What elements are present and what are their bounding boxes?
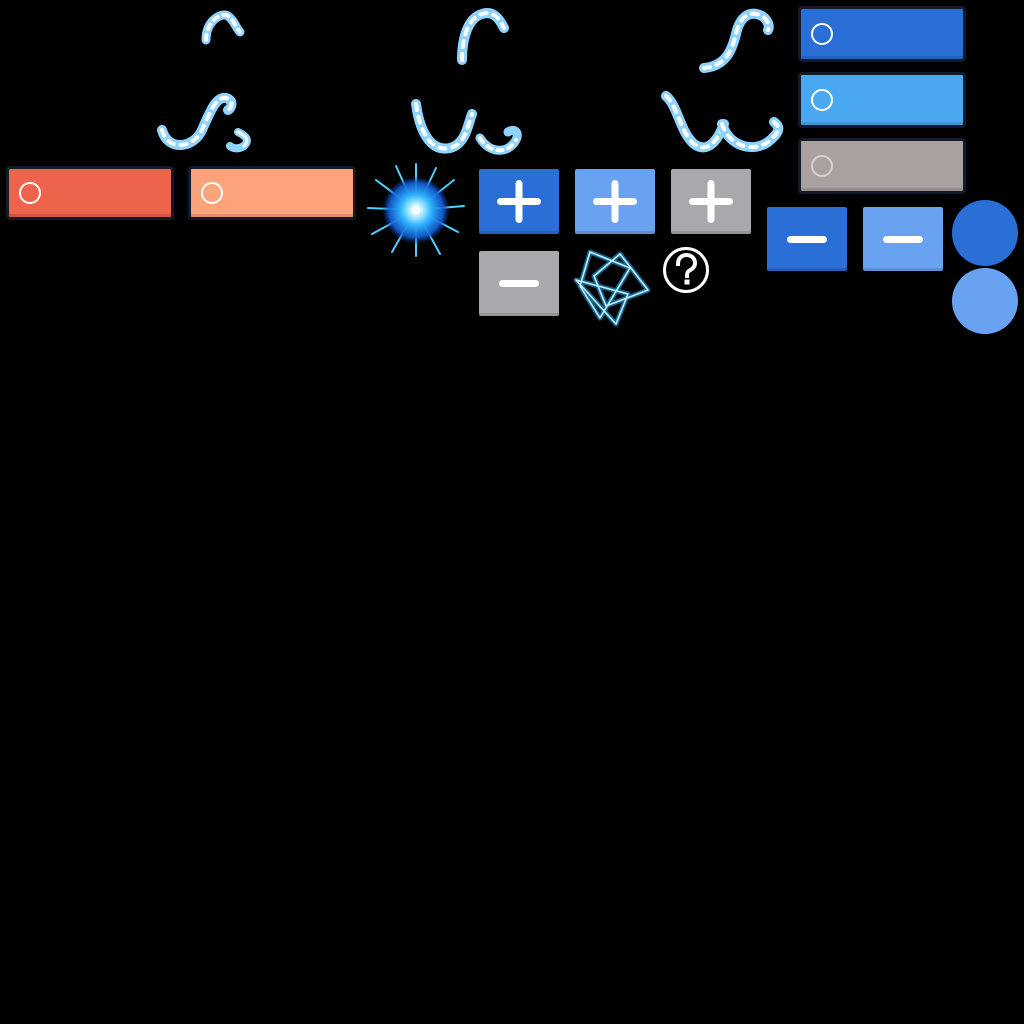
plus-tile-dark: [479, 169, 559, 234]
minus-tile-dark: [767, 207, 847, 271]
plus-tile-light: [575, 169, 655, 234]
ice-swirl-5: [406, 94, 528, 160]
red-bar: [6, 166, 174, 220]
blue-bar-light: [798, 72, 966, 128]
ice-swirl-6: [658, 88, 788, 160]
help-icon: [662, 246, 710, 294]
ring-icon: [201, 182, 223, 204]
ring-icon: [811, 23, 833, 45]
circle-dark: [952, 200, 1018, 266]
minus-tile-light: [863, 207, 943, 271]
minus-tile-gray: [479, 251, 559, 316]
circle-light: [952, 268, 1018, 334]
plus-tile-gray: [671, 169, 751, 234]
ice-swirl-4: [154, 86, 258, 158]
salmon-bar: [188, 166, 356, 220]
ice-swirl-3: [696, 4, 776, 74]
gray-bar-disabled: [798, 138, 966, 194]
ring-icon: [19, 182, 41, 204]
glow-burst-icon: [366, 162, 466, 258]
shard-star-icon: [570, 246, 654, 328]
ice-swirl-2: [452, 4, 512, 66]
ring-icon: [811, 89, 833, 111]
blue-bar-dark: [798, 6, 966, 62]
ice-swirl-1: [196, 6, 248, 46]
ring-icon: [811, 155, 833, 177]
